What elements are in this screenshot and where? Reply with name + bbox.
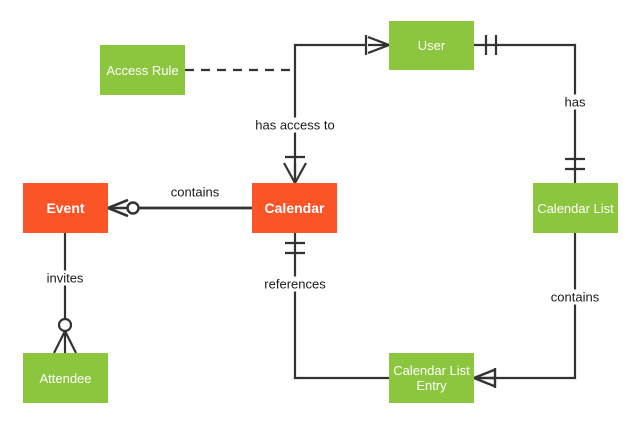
connector-references [285, 233, 389, 380]
zero-circle-event-right [126, 201, 140, 215]
entity-calendar-list[interactable]: Calendar List [533, 183, 618, 233]
entity-label-user: User [417, 38, 446, 53]
entity-calendar[interactable]: Calendar [252, 183, 337, 233]
connector-has-access-to [283, 35, 390, 184]
connector-invites [53, 233, 77, 354]
entity-attendee[interactable]: Attendee [23, 353, 108, 403]
entity-label-access-rule: Access Rule [106, 62, 179, 78]
crowsfoot-calendar-top [283, 162, 307, 184]
edge-label-references: references [261, 276, 329, 292]
entity-access-rule[interactable]: Access Rule [100, 45, 185, 95]
entity-user[interactable]: User [389, 21, 474, 70]
zero-circle-attendee-top [57, 317, 73, 333]
connector-contains-event-calendar [107, 198, 252, 218]
crowsfoot-event-right [107, 198, 129, 218]
entity-calendar-list-entry[interactable]: Calendar List Entry [389, 353, 474, 403]
entity-label-calendar: Calendar [264, 199, 325, 216]
crowsfoot-attendee-top [53, 330, 77, 354]
crowsfoot-cle-right [473, 368, 495, 388]
edge-label-contains-list-entry: contains [547, 289, 603, 305]
entity-label-event: Event [46, 199, 85, 216]
edge-label-has: has [561, 94, 589, 110]
crowsfoot-user-left [367, 35, 390, 55]
edge-label-invites: invites [43, 270, 87, 286]
entity-label-calendar-list: Calendar List [537, 200, 614, 216]
entity-label-calendar-list-entry: Calendar List Entry [393, 363, 470, 393]
entity-event[interactable]: Event [23, 183, 108, 233]
edge-label-has-access-to: has access to [252, 117, 338, 133]
entity-label-attendee: Attendee [39, 370, 92, 386]
edge-label-contains-event-calendar: contains [167, 184, 223, 200]
connector-contains-list-entry [473, 233, 577, 388]
connector-has [474, 35, 585, 183]
